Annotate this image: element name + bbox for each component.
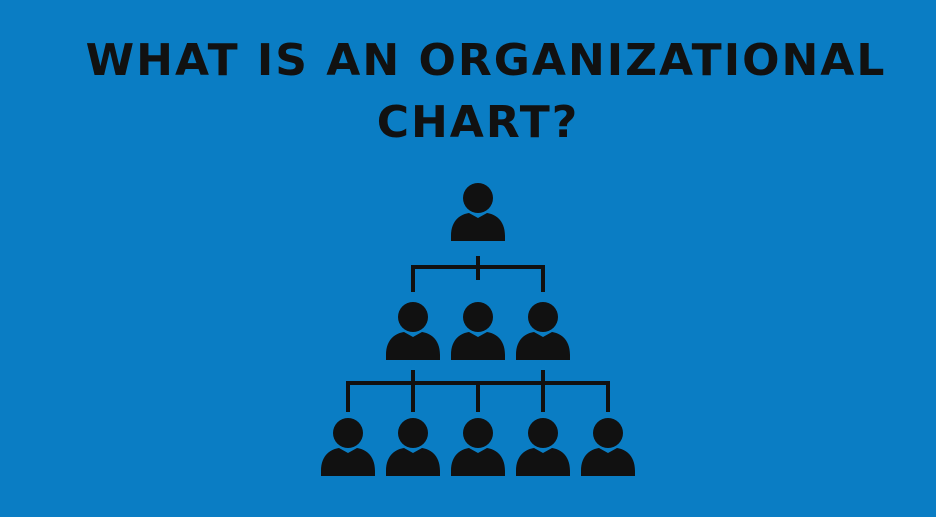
person-icon: [581, 418, 635, 476]
title-line-1: WHAT IS AN ORGANIZATIONAL: [85, 35, 887, 86]
person-icon: [516, 418, 570, 476]
title-line-2: CHART?: [376, 97, 580, 148]
connector-middle-to-bottom: [346, 370, 610, 412]
person-icon: [386, 418, 440, 476]
person-icon: [386, 302, 440, 360]
person-icon: [516, 302, 570, 360]
person-icon: [451, 183, 505, 241]
person-icon: [451, 302, 505, 360]
page-title: WHAT IS AN ORGANIZATIONAL CHART?: [0, 30, 936, 154]
person-icon: [321, 418, 375, 476]
person-icon: [451, 418, 505, 476]
connector-top-to-middle: [411, 256, 545, 292]
